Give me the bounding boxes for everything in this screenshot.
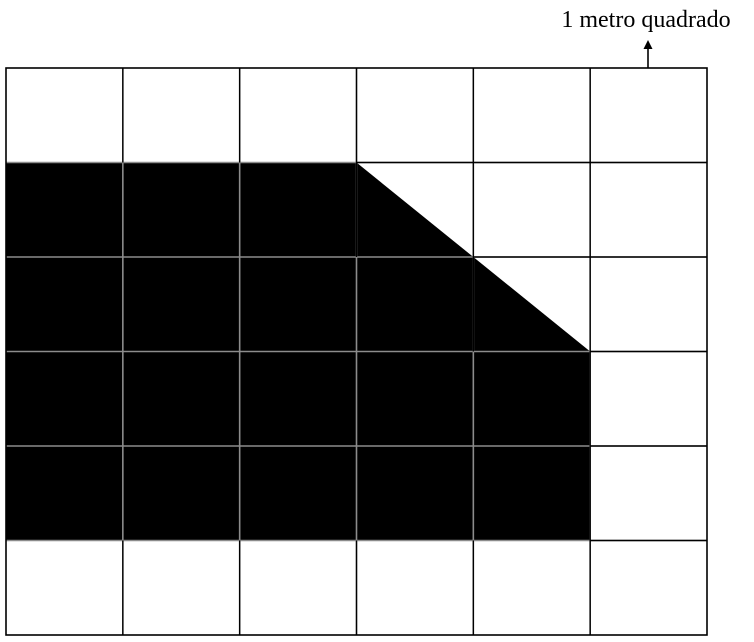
grid-border bbox=[5, 67, 708, 636]
unit-annotation: 1 metro quadrado bbox=[561, 7, 731, 68]
arrow-up-icon bbox=[643, 40, 653, 49]
unit-label: 1 metro quadrado bbox=[561, 7, 730, 33]
grid-lines bbox=[5, 67, 708, 636]
